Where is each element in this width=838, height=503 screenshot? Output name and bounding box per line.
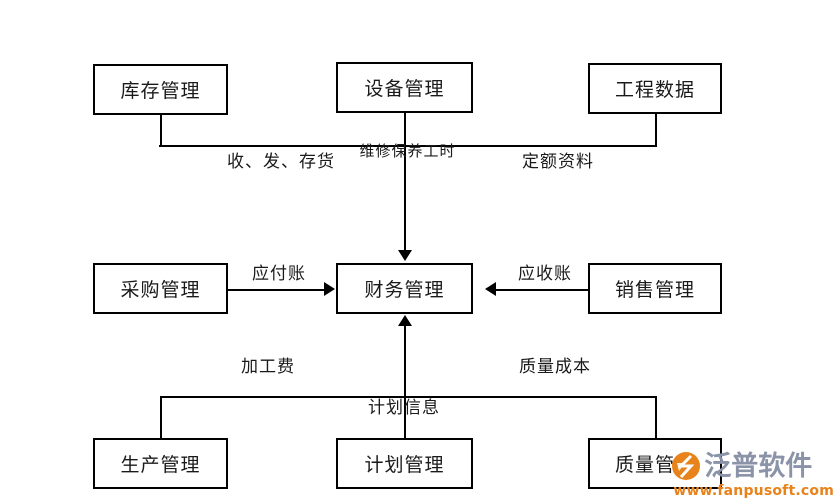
connector-purchase-to-finance xyxy=(228,289,325,291)
edge-label-engineering-flow: 定额资料 xyxy=(522,152,594,172)
edge-label-quality-cost: 质量成本 xyxy=(519,357,591,377)
node-purchase[interactable]: 采购管理 xyxy=(93,263,228,314)
node-label: 设备管理 xyxy=(364,78,445,100)
node-label: 生产管理 xyxy=(120,454,201,476)
edge-label-receivable: 应收账 xyxy=(518,264,572,284)
node-inventory[interactable]: 库存管理 xyxy=(93,64,228,115)
edge-label-processing-fee: 加工费 xyxy=(241,357,295,377)
watermark-brand-text: 泛普软件 xyxy=(704,450,813,482)
edge-label-equipment-flow: 维修保养工时 xyxy=(359,142,456,160)
arrowhead-into-finance-left xyxy=(324,282,335,296)
node-engineering[interactable]: 工程数据 xyxy=(588,63,722,114)
node-label: 工程数据 xyxy=(614,79,695,101)
watermark-brand-row: 泛普软件 xyxy=(671,451,812,481)
connector-plan-to-finance xyxy=(404,325,406,396)
connector-inventory-drop xyxy=(160,114,162,146)
arrowhead-into-finance-top xyxy=(398,250,412,261)
connector-quality-drop xyxy=(655,396,657,438)
node-label: 销售管理 xyxy=(614,279,695,301)
connector-production-drop xyxy=(160,396,162,438)
node-label: 库存管理 xyxy=(120,80,201,102)
top-bus-line xyxy=(159,145,657,147)
node-sales[interactable]: 销售管理 xyxy=(588,263,722,314)
watermark: 泛普软件 www.fanpusoft.com xyxy=(671,451,834,499)
node-label: 采购管理 xyxy=(120,279,201,301)
bottom-bus-line xyxy=(160,396,657,398)
node-label: 财务管理 xyxy=(364,279,445,301)
fanpu-logo-icon xyxy=(671,451,701,481)
watermark-url: www.fanpusoft.com xyxy=(673,483,834,499)
node-equipment[interactable]: 设备管理 xyxy=(336,62,473,113)
node-label: 计划管理 xyxy=(364,454,445,476)
arrowhead-into-finance-right xyxy=(485,282,496,296)
connector-equipment-to-finance xyxy=(404,113,406,251)
arrowhead-into-finance-bottom xyxy=(398,315,412,326)
node-planning[interactable]: 计划管理 xyxy=(336,438,473,489)
edge-label-inventory-flow: 收、发、存货 xyxy=(227,152,335,172)
edge-label-payable: 应付账 xyxy=(252,264,306,284)
connector-engineering-drop xyxy=(655,114,657,146)
node-finance[interactable]: 财务管理 xyxy=(336,263,473,314)
edge-label-plan-info: 计划信息 xyxy=(368,398,440,418)
connector-sales-to-finance xyxy=(496,289,588,291)
node-production[interactable]: 生产管理 xyxy=(93,438,228,489)
connector-planning-drop xyxy=(404,396,406,438)
